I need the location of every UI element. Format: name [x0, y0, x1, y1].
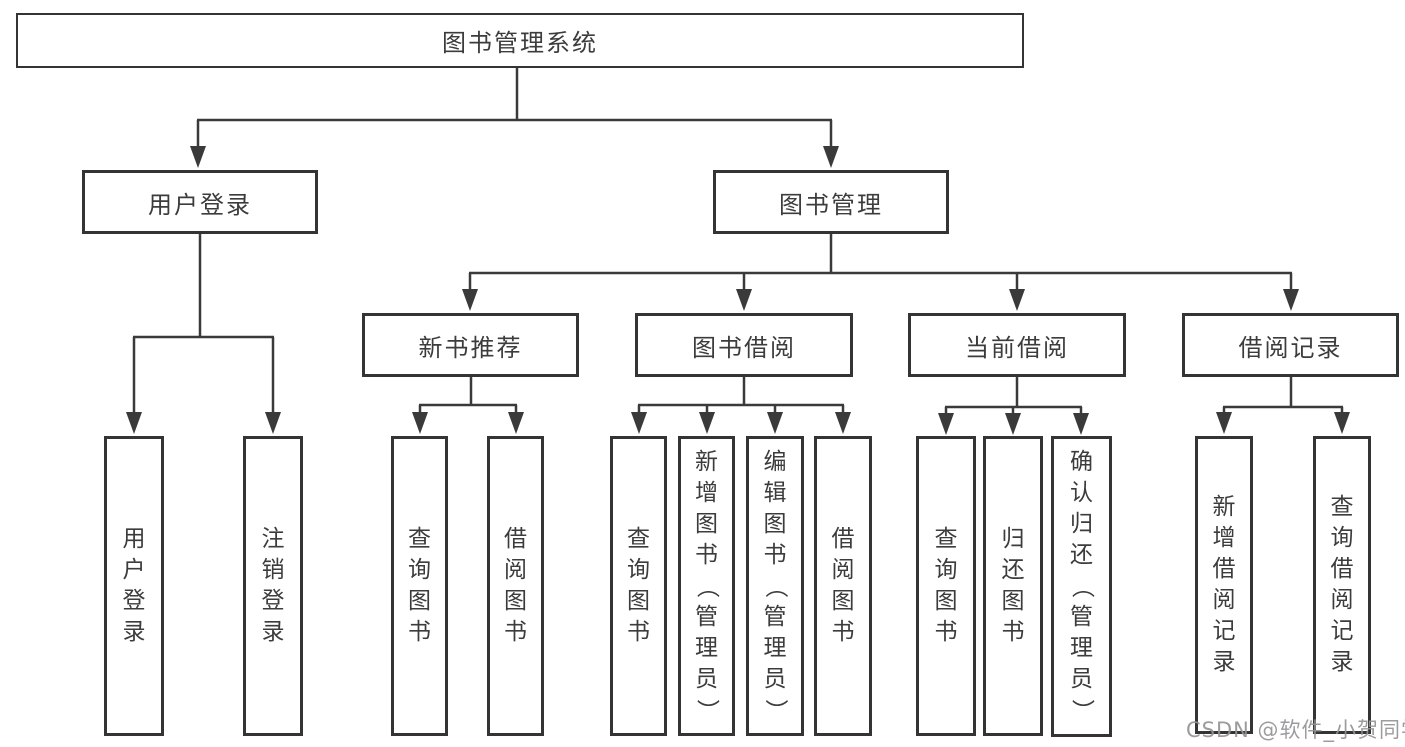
leaf-logout: 注销登录 [243, 436, 303, 736]
edges-new-book-recommend-children [412, 377, 524, 434]
node-label: 图书管理系统 [442, 29, 598, 57]
node-label: 归还图书 [1001, 526, 1025, 645]
node-label: 新书推荐 [418, 333, 523, 362]
node-label: 用户登录 [148, 190, 252, 219]
node-book-management: 图书管理 [713, 170, 949, 234]
edges-user-login-children [126, 234, 281, 434]
node-new-book-recommend: 新书推荐 [362, 313, 579, 377]
node-label: 新增借阅记录 [1212, 494, 1236, 675]
edges-book-borrow-children [631, 377, 851, 434]
leaf-edit-book-admin: 编辑图书（管理员） [746, 436, 804, 736]
leaf-borrow-books-2: 借阅图书 [814, 436, 872, 736]
node-book-borrow: 图书借阅 [635, 313, 853, 377]
node-label: 图书管理 [779, 190, 883, 219]
node-label: 借阅图书 [504, 526, 527, 645]
leaf-user-login: 用户登录 [104, 436, 164, 736]
node-label: 编辑图书（管理员） [762, 448, 789, 722]
node-label: 查询图书 [934, 526, 958, 645]
leaf-query-books-2: 查询图书 [610, 436, 667, 736]
node-current-borrow: 当前借阅 [908, 313, 1126, 377]
leaf-query-borrow-record: 查询借阅记录 [1313, 436, 1371, 734]
node-label: 图书借阅 [692, 333, 796, 362]
leaf-query-books: 查询图书 [391, 436, 448, 736]
leaf-query-books-3: 查询图书 [916, 436, 976, 736]
node-label: 查询图书 [627, 526, 650, 645]
leaf-confirm-return-admin: 确认归还（管理员） [1051, 436, 1112, 737]
node-label: 查询借阅记录 [1330, 494, 1354, 675]
leaf-add-book-admin: 新增图书（管理员） [678, 436, 735, 736]
node-library-system: 图书管理系统 [16, 13, 1024, 68]
edges-book-mgmt-to-level3 [462, 234, 1299, 311]
leaf-add-borrow-record: 新增借阅记录 [1195, 436, 1253, 734]
edges-borrow-records-children [1216, 377, 1350, 434]
csdn-watermark: CSDN @软件_小贺同学 [1186, 718, 1405, 742]
node-label: 查询图书 [408, 526, 431, 645]
node-user-login-module: 用户登录 [82, 170, 318, 234]
leaf-return-book: 归还图书 [983, 436, 1043, 736]
node-label: 用户登录 [122, 526, 146, 645]
node-label: 借阅记录 [1238, 333, 1343, 362]
node-label: 当前借阅 [965, 333, 1069, 362]
node-label: 新增图书（管理员） [694, 448, 720, 722]
node-borrow-records: 借阅记录 [1182, 313, 1399, 377]
leaf-borrow-books: 借阅图书 [487, 436, 544, 736]
node-label: 确认归还（管理员） [1069, 449, 1095, 722]
edges-root-to-level2 [190, 68, 839, 168]
edges-current-borrow-children [938, 377, 1089, 435]
node-label: 借阅图书 [831, 526, 855, 645]
node-label: 注销登录 [261, 526, 285, 645]
